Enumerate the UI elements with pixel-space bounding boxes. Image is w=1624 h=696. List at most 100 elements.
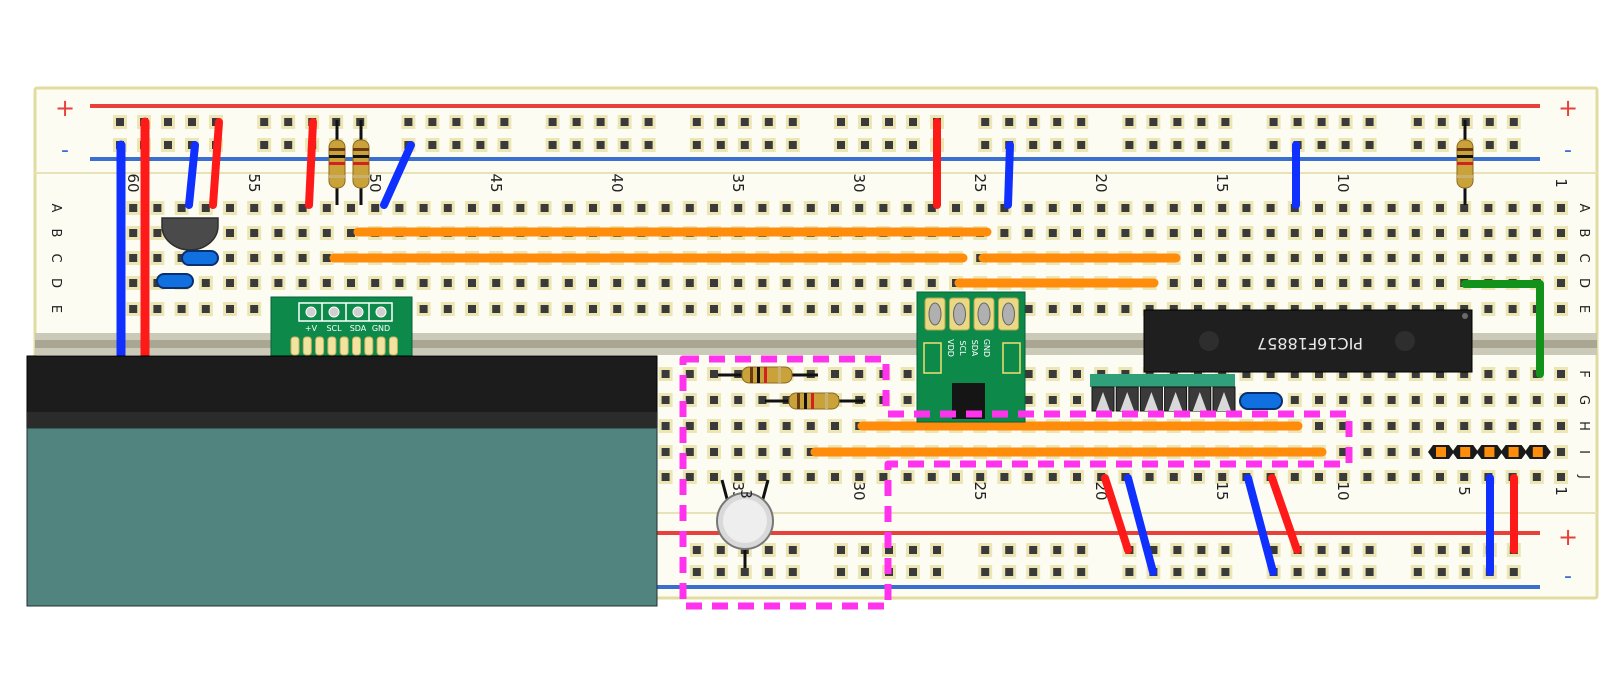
hole (1194, 305, 1202, 313)
module-pin (352, 336, 361, 356)
hole (734, 422, 743, 430)
hole (492, 279, 501, 287)
column-number: 1 (1552, 486, 1570, 496)
hole (1508, 396, 1517, 404)
hole (758, 204, 767, 212)
hole (710, 422, 718, 430)
hole (1125, 141, 1134, 149)
hole (685, 279, 694, 287)
hole (274, 254, 283, 262)
hole (885, 546, 893, 554)
hole (1411, 396, 1420, 404)
column-number: 1 (1552, 178, 1570, 188)
hole (1242, 370, 1251, 378)
hole (788, 546, 797, 554)
hole (644, 118, 653, 126)
highlight-outline (679, 355, 1353, 610)
hole (1508, 422, 1517, 430)
hole (1073, 370, 1081, 378)
sensor-pad-hole (928, 302, 942, 326)
hole (1053, 118, 1062, 126)
module-pin-label-3: GND (372, 324, 390, 333)
hole (685, 448, 694, 456)
hole (188, 118, 196, 126)
hole (1436, 279, 1444, 287)
hole (613, 305, 622, 313)
hole (589, 305, 597, 313)
hole (1411, 229, 1420, 237)
hole (903, 305, 912, 313)
hole (1341, 118, 1350, 126)
hole (1169, 305, 1178, 313)
row-letter: I (1576, 450, 1591, 454)
hole (855, 305, 864, 313)
hole (1197, 141, 1206, 149)
hole (322, 204, 331, 212)
hole (322, 229, 331, 237)
hole (764, 141, 773, 149)
hole (1125, 118, 1134, 126)
hole (909, 546, 917, 554)
hole (540, 204, 549, 212)
hole (1557, 396, 1565, 404)
hole (1339, 370, 1348, 378)
hole (661, 422, 670, 430)
hole (572, 118, 581, 126)
header-pin-contact (1192, 392, 1207, 411)
top-right-plus-symbol: + (1558, 94, 1578, 122)
hole (1005, 568, 1014, 576)
hole (1484, 396, 1493, 404)
hole (1411, 279, 1420, 287)
hole (861, 546, 869, 554)
hole (1411, 448, 1420, 456)
hole (1290, 305, 1299, 313)
hole (1149, 141, 1158, 149)
hole (1363, 305, 1372, 313)
hole (428, 141, 437, 149)
column-number: 15 (1213, 481, 1231, 500)
hole (661, 448, 670, 456)
hole (1508, 229, 1517, 237)
hole (1242, 279, 1251, 287)
hole (879, 204, 888, 212)
header-pin-contact (1508, 447, 1519, 457)
hole (782, 473, 791, 481)
hole (1197, 546, 1206, 554)
hole (1557, 422, 1565, 430)
hole (1048, 396, 1057, 404)
module-pin (339, 336, 349, 356)
hole (1461, 546, 1470, 554)
hole (1169, 204, 1178, 212)
hole (129, 229, 138, 237)
hole (885, 118, 893, 126)
hole (1363, 473, 1372, 481)
hole (1290, 396, 1299, 404)
hole (153, 254, 162, 262)
hole (419, 204, 428, 212)
hole (1387, 279, 1396, 287)
hole (452, 141, 461, 149)
hole (250, 279, 259, 287)
hole (395, 204, 404, 212)
hole (260, 141, 269, 149)
hole (1509, 568, 1518, 576)
column-number: 25 (971, 173, 989, 192)
hole (1339, 204, 1348, 212)
hole (226, 305, 234, 313)
hole (1315, 305, 1323, 313)
hole (395, 279, 404, 287)
hole (1169, 473, 1178, 481)
hole (1221, 141, 1230, 149)
partial-column-label: 3 (737, 489, 755, 499)
hole (1121, 229, 1130, 237)
row-letter: D (1576, 278, 1591, 288)
hole (1411, 422, 1420, 430)
hole (1315, 422, 1323, 430)
hole (1460, 422, 1469, 430)
hole (1097, 229, 1106, 237)
hole (419, 305, 428, 313)
hole (1269, 141, 1278, 149)
module-pin-label-0: +V (305, 324, 318, 333)
hole (788, 118, 797, 126)
hole (637, 305, 646, 313)
